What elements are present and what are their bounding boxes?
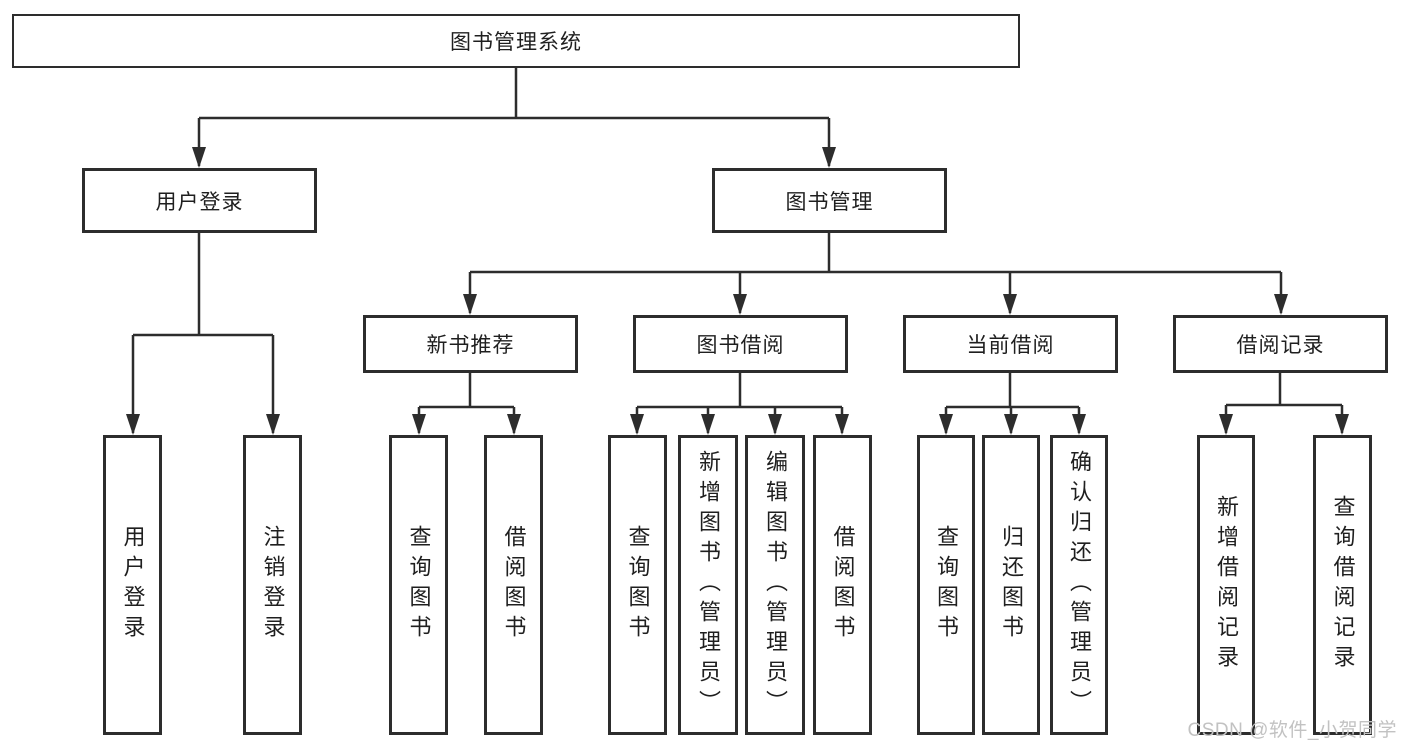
arrow-down-icon (630, 414, 644, 435)
arrow-down-icon (1219, 414, 1233, 435)
node-label: 图书管理 (785, 190, 874, 214)
arrow-down-icon (768, 414, 782, 435)
node-label: 借阅图书 (501, 525, 527, 645)
leaf-query-books-recommend: 查询图书 (389, 435, 448, 735)
leaf-add-borrow-record: 新增借阅记录 (1197, 435, 1255, 735)
node-label: 查询图书 (406, 525, 432, 645)
arrow-down-icon (822, 147, 836, 168)
node-borrowing-records: 借阅记录 (1173, 315, 1388, 373)
node-label: 图书借阅 (696, 334, 785, 357)
arrow-down-icon (1003, 294, 1017, 315)
arrow-down-icon (701, 414, 715, 435)
node-label: 归还图书 (999, 525, 1024, 645)
node-label: 借阅记录 (1236, 334, 1325, 357)
leaf-confirm-return-admin: 确认归还（管理员） (1050, 435, 1108, 735)
arrow-down-icon (126, 414, 140, 435)
node-label: 注销登录 (260, 525, 286, 645)
leaf-add-books-admin: 新增图书（管理员） (678, 435, 738, 735)
csdn-watermark: CSDN @软件_小贺同学 (1187, 720, 1397, 741)
arrow-down-icon (463, 294, 477, 315)
node-label: 新增图书（管理员） (696, 450, 721, 720)
node-label: 用户登录 (155, 190, 244, 214)
leaf-query-borrow-record: 查询借阅记录 (1313, 435, 1372, 735)
arrow-down-icon (939, 414, 953, 435)
leaf-query-books-borrow: 查询图书 (608, 435, 667, 735)
node-label: 当前借阅 (966, 334, 1055, 357)
node-label: 借阅图书 (830, 525, 856, 645)
node-current-borrowing: 当前借阅 (903, 315, 1118, 373)
leaf-query-books-current: 查询图书 (917, 435, 975, 735)
leaf-return-books: 归还图书 (982, 435, 1040, 735)
node-label: 用户登录 (120, 525, 146, 645)
arrow-down-icon (507, 414, 521, 435)
leaf-borrow-books: 借阅图书 (813, 435, 872, 735)
node-label: 新增借阅记录 (1214, 495, 1239, 675)
node-label: 查询借阅记录 (1330, 495, 1356, 675)
node-label: 确认归还（管理员） (1067, 450, 1092, 720)
connector-paths (131, 68, 1344, 433)
arrow-down-icon (1274, 294, 1288, 315)
node-label: 编辑图书（管理员） (763, 450, 788, 720)
arrow-down-icon (412, 414, 426, 435)
node-book-borrowing: 图书借阅 (633, 315, 848, 373)
node-label: 查询图书 (625, 525, 651, 645)
node-user-login: 用户登录 (82, 168, 317, 233)
node-book-management: 图书管理 (712, 168, 947, 233)
node-label: 查询图书 (934, 525, 959, 645)
leaf-user-login: 用户登录 (103, 435, 162, 735)
arrow-down-icon (1335, 414, 1349, 435)
arrow-down-icon (733, 294, 747, 315)
node-new-book-recommendation: 新书推荐 (363, 315, 578, 373)
arrowhead-icons (126, 147, 1349, 435)
leaf-borrow-books-recommend: 借阅图书 (484, 435, 543, 735)
arrow-down-icon (1072, 414, 1086, 435)
leaf-edit-books-admin: 编辑图书（管理员） (745, 435, 805, 735)
arrow-down-icon (835, 414, 849, 435)
arrow-down-icon (1004, 414, 1018, 435)
node-label: 新书推荐 (426, 334, 515, 357)
leaf-logout: 注销登录 (243, 435, 302, 735)
arrow-down-icon (192, 147, 206, 168)
node-library-system-root: 图书管理系统 (12, 14, 1020, 68)
arrow-down-icon (266, 414, 280, 435)
node-label: 图书管理系统 (450, 31, 582, 54)
